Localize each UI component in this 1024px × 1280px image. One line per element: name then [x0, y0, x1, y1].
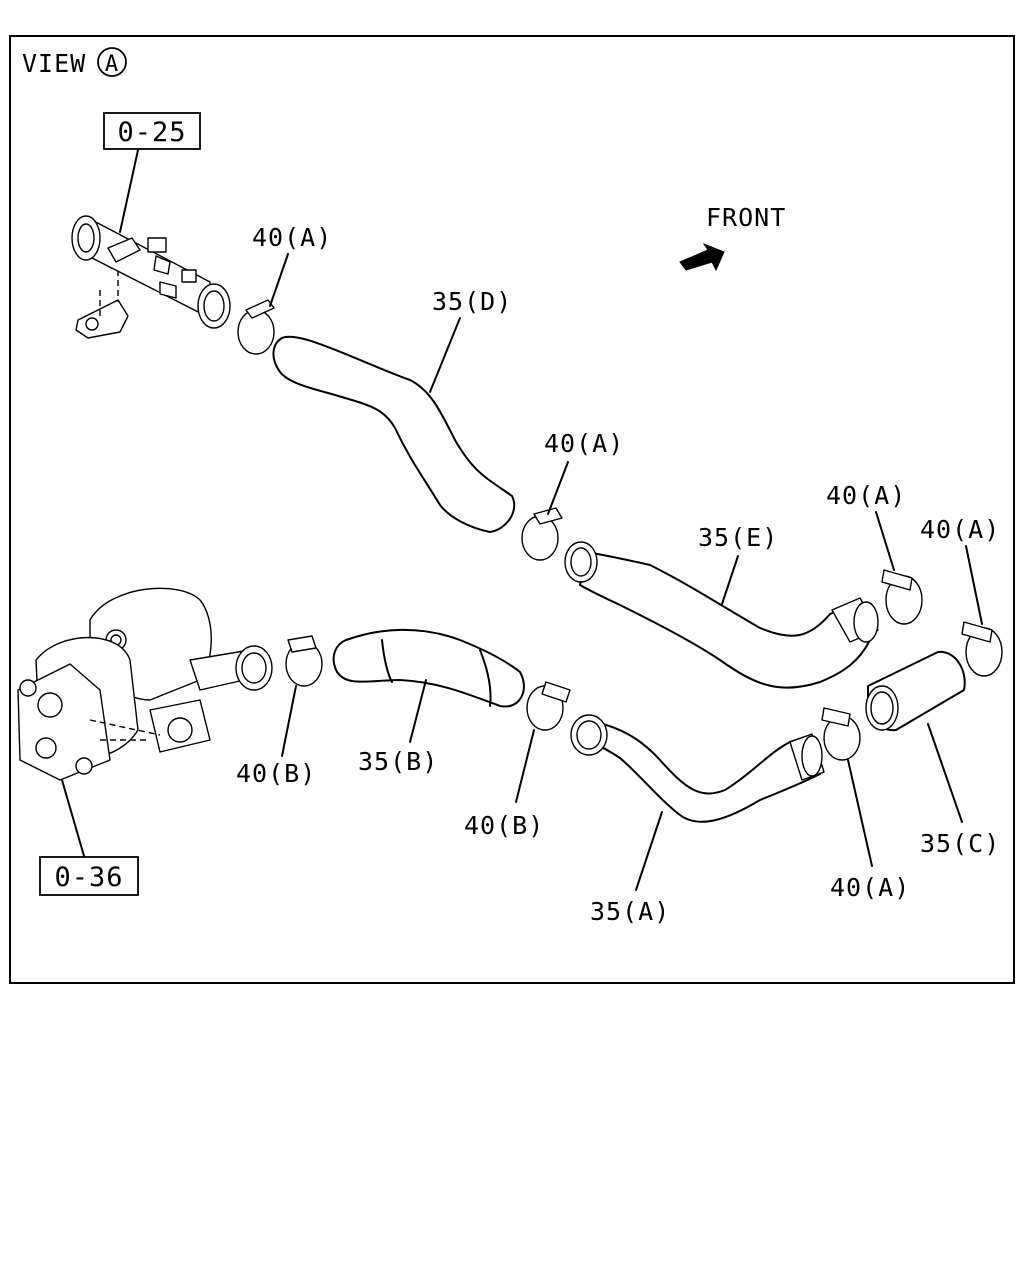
label-hose-35a: 35(A)	[590, 897, 670, 926]
label-clamp-40a-3: 40(A)	[826, 481, 906, 510]
view-circle	[97, 47, 127, 77]
clamp-40a-4[interactable]	[961, 621, 1003, 677]
label-hose-35c: 35(C)	[920, 829, 1000, 858]
label-clamp-40a-1: 40(A)	[252, 223, 332, 252]
diagram-frame	[9, 35, 1015, 984]
leader-clamp-40b-1	[281, 685, 297, 757]
leader-ref-bottom	[61, 779, 85, 857]
label-hose-35e: 35(E)	[698, 523, 778, 552]
leader-ref-top	[119, 149, 139, 233]
svg-text:0-25: 0-25	[117, 117, 186, 148]
leader-clamp-40b-2	[515, 729, 535, 803]
hose-35c[interactable]	[865, 650, 966, 732]
water-pump-part	[17, 587, 273, 781]
view-label: VIEW	[22, 49, 86, 78]
clamp-40a-3[interactable]	[881, 569, 923, 625]
leader-clamp-40a-5	[847, 759, 873, 867]
leader-clamp-40a-2	[547, 461, 569, 515]
leader-hose-35e	[721, 555, 739, 605]
front-arrow-icon	[679, 242, 725, 272]
label-clamp-40b-2: 40(B)	[464, 811, 544, 840]
clamp-40b-1[interactable]	[285, 635, 323, 687]
hose-35b[interactable]	[332, 628, 525, 708]
clamp-40a-5[interactable]	[821, 707, 861, 761]
label-hose-35d: 35(D)	[432, 287, 512, 316]
view-circle-letter: A	[105, 52, 119, 77]
hose-35d[interactable]	[272, 335, 516, 533]
leader-clamp-40a-1	[269, 253, 289, 307]
ref-box-top[interactable]: 0-25	[103, 112, 201, 150]
clamp-40a-2[interactable]	[521, 507, 563, 561]
hose-35e[interactable]	[564, 541, 879, 689]
front-label: FRONT	[706, 203, 786, 232]
leader-hose-35c	[927, 723, 963, 823]
clamp-40b-2[interactable]	[526, 681, 571, 731]
clamp-40a-1[interactable]	[237, 299, 275, 355]
leader-hose-35a	[635, 811, 663, 891]
label-clamp-40a-2: 40(A)	[544, 429, 624, 458]
label-clamp-40a-5: 40(A)	[830, 873, 910, 902]
leader-hose-35b	[409, 679, 427, 743]
leader-clamp-40a-3	[875, 511, 895, 571]
label-hose-35b: 35(B)	[358, 747, 438, 776]
label-clamp-40a-4: 40(A)	[920, 515, 1000, 544]
ref-box-bottom[interactable]: 0-36	[39, 856, 139, 896]
svg-text:0-36: 0-36	[54, 862, 123, 893]
hose-35a[interactable]	[570, 714, 825, 823]
leader-clamp-40a-4	[965, 545, 983, 625]
leader-hose-35d	[429, 317, 461, 393]
thermostat-housing-part	[71, 215, 231, 339]
label-clamp-40b-1: 40(B)	[236, 759, 316, 788]
